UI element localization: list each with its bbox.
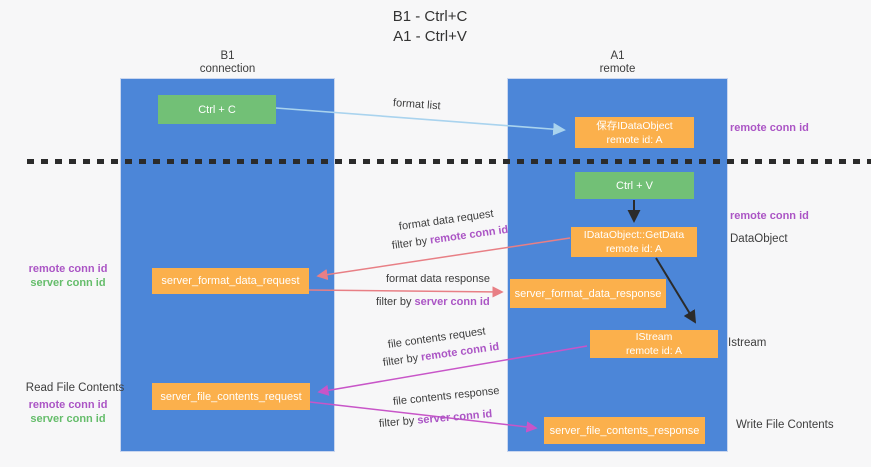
save-idataobject-box: 保存IDataObject remote id: A xyxy=(575,117,694,148)
filter-by-text: filter by xyxy=(391,235,428,252)
server-conn-id-left-2-label: server conn id xyxy=(30,413,106,425)
file-contents-response-label: file contents response xyxy=(392,384,501,408)
server-format-data-request-label: server_format_data_request xyxy=(161,275,300,287)
save-idataobject-line1: 保存IDataObject xyxy=(596,119,673,132)
remote-conn-id-text: remote conn id xyxy=(429,223,510,247)
server-file-contents-response-box: server_file_contents_response xyxy=(544,417,705,444)
ctrl-c-label: Ctrl + C xyxy=(198,103,236,116)
server-file-contents-request-box: server_file_contents_request xyxy=(152,383,310,410)
server-conn-id-text: server conn id xyxy=(414,296,490,308)
read-file-contents-label: Read File Contents xyxy=(25,382,125,394)
format-data-response-label: format data response xyxy=(386,273,490,285)
remote-conn-id-left-2-label: remote conn id xyxy=(28,399,108,411)
istream-side-label: Istream xyxy=(728,337,767,349)
server-conn-id-text: server conn id xyxy=(416,408,493,427)
server-format-data-request-box: server_format_data_request xyxy=(152,268,309,294)
column-header-a1: A1 remote xyxy=(507,50,728,76)
dataobject-label: DataObject xyxy=(730,233,788,245)
server-conn-id-left-1-label: server conn id xyxy=(30,277,106,289)
dashed-separator-line xyxy=(27,159,871,164)
remote-conn-id-mid-right-label: remote conn id xyxy=(730,210,809,222)
column-b1-name: B1 xyxy=(220,50,235,62)
istream-line1: IStream xyxy=(635,331,673,343)
column-a1-subtitle: remote xyxy=(599,63,636,75)
format-list-label: format list xyxy=(392,97,441,113)
ctrl-c-box: Ctrl + C xyxy=(158,95,276,124)
istream-box: IStream remote id: A xyxy=(590,330,718,358)
remote-conn-id-left-1-label: remote conn id xyxy=(28,263,108,275)
column-a1-name: A1 xyxy=(610,50,625,62)
server-format-data-response-box: server_format_data_response xyxy=(510,279,666,308)
title-line-1: B1 - Ctrl+C xyxy=(392,8,468,25)
filter-by-text: filter by xyxy=(382,352,419,369)
save-idataobject-line2: remote id: A xyxy=(606,133,663,146)
remote-conn-id-top-right-label: remote conn id xyxy=(730,122,809,134)
column-header-b1: B1 connection xyxy=(120,50,335,76)
column-b1-subtitle: connection xyxy=(199,63,256,75)
idataobject-getdata-line2: remote id: A xyxy=(605,243,663,255)
title-line-2: A1 - Ctrl+V xyxy=(393,28,467,45)
server-format-data-response-label: server_format_data_response xyxy=(514,287,662,300)
filter-by-text: filter by xyxy=(378,414,415,430)
server-file-contents-request-label: server_file_contents_request xyxy=(160,390,302,403)
write-file-contents-label: Write File Contents xyxy=(736,419,834,431)
ctrl-v-label: Ctrl + V xyxy=(616,179,653,192)
idataobject-getdata-line1: IDataObject::GetData xyxy=(583,229,685,241)
diagram-title: B1 - Ctrl+C A1 - Ctrl+V xyxy=(330,7,530,47)
format-data-response-arrow xyxy=(308,286,504,298)
istream-line2: remote id: A xyxy=(625,345,683,357)
server-file-contents-response-label: server_file_contents_response xyxy=(549,424,700,437)
ctrl-v-box: Ctrl + V xyxy=(575,172,694,199)
idataobject-getdata-box: IDataObject::GetData remote id: A xyxy=(571,227,697,257)
filter-by-text: filter by xyxy=(376,296,412,308)
